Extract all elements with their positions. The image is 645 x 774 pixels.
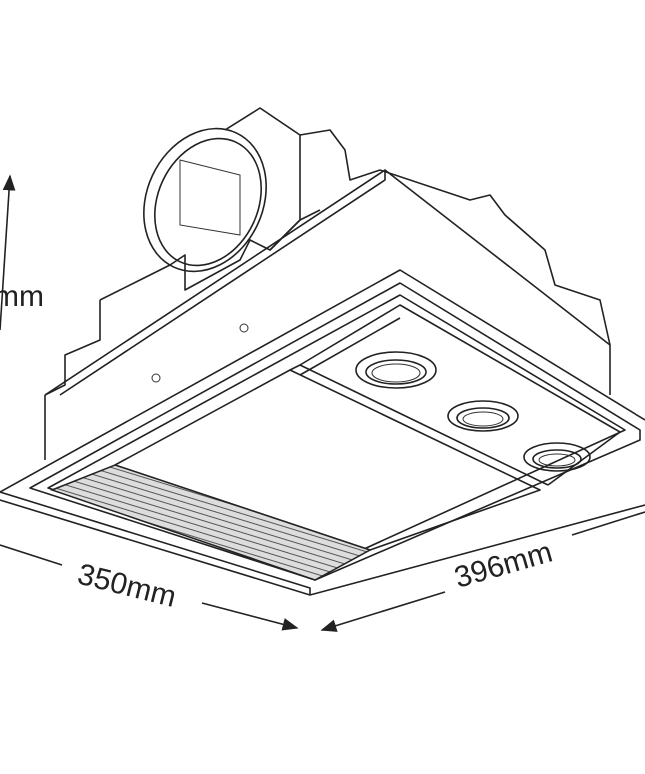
downlights xyxy=(355,351,591,472)
exhaust-grille xyxy=(49,464,372,581)
downlight-3 xyxy=(523,442,591,472)
width-label: 350mm xyxy=(74,558,179,614)
height-dimension: mm xyxy=(0,174,44,331)
duct-collar xyxy=(143,107,301,273)
depth-dimension: 396mm xyxy=(320,511,645,632)
downlight-1 xyxy=(355,351,437,389)
downlight-2 xyxy=(447,400,519,432)
depth-label: 396mm xyxy=(451,535,556,594)
motor-housing xyxy=(44,129,611,396)
height-label: mm xyxy=(0,280,44,313)
main-body xyxy=(44,169,611,460)
